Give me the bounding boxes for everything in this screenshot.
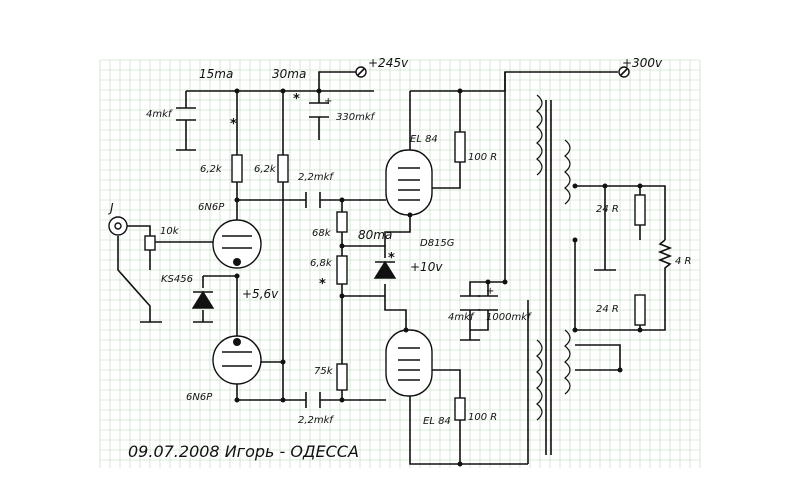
label-r-6-2k-b: 6,2k	[254, 164, 277, 175]
labels: 15ma 30ma +245v +300v 4mkf 330mkf * * 6,…	[108, 56, 692, 461]
tube-el84-bottom	[385, 329, 433, 397]
label-300v: +300v	[622, 56, 663, 70]
capacitors: + +	[176, 96, 498, 408]
label-pot-10k: 10k	[160, 226, 180, 237]
label-r-68k: 68k	[312, 228, 332, 239]
label-el84-bottom: EL 84	[423, 416, 451, 427]
label-r-6-8k: 6,8k	[310, 258, 333, 269]
label-r-100-top: 100 R	[468, 152, 497, 163]
label-245v: +245v	[368, 56, 409, 70]
junction-dots	[234, 88, 643, 467]
label-r-4: 4 R	[675, 256, 692, 267]
background-grid	[99, 59, 701, 468]
diodes	[191, 260, 397, 309]
footer-caption: 09.07.2008 Игорь - ОДЕССА	[128, 442, 359, 461]
star-mark-1: *	[230, 117, 237, 132]
label-80ma: 80ma	[358, 228, 392, 242]
label-cap-4mkf-mid: 4mkf	[448, 312, 475, 323]
resistors	[144, 131, 673, 421]
label-cap-2-2mkf-top: 2,2mkf	[298, 172, 334, 183]
svg-text:+: +	[324, 96, 332, 107]
label-15ma: 15ma	[199, 67, 233, 81]
star-mark-3: *	[388, 251, 395, 266]
output-transformer	[536, 94, 571, 455]
label-cap-2-2mkf-bottom: 2,2mkf	[298, 415, 334, 426]
label-6n6p-bottom: 6N6P	[186, 392, 213, 403]
label-r-24-a: 24 R	[596, 204, 619, 215]
label-cap-4mkf-top: 4mkf	[146, 109, 173, 120]
label-r-100-bottom: 100 R	[468, 412, 497, 423]
terminals	[108, 66, 630, 341]
label-r-75k: 75k	[314, 366, 334, 377]
label-5-6v: +5,6v	[242, 287, 279, 301]
label-cap-330mkf: 330mkf	[336, 112, 376, 123]
label-ks456: KS456	[161, 274, 193, 285]
label-d815g: D815G	[420, 238, 455, 249]
star-mark-2: *	[293, 92, 300, 107]
label-el84-top: EL 84	[410, 134, 438, 145]
tube-el84-top	[385, 149, 433, 216]
star-mark-4: *	[319, 277, 326, 292]
svg-text:+: +	[486, 286, 494, 297]
tube-6n6p-top	[212, 219, 262, 269]
label-6n6p-top: 6N6P	[198, 202, 225, 213]
tube-6n6p-bottom	[212, 335, 262, 385]
label-r-24-b: 24 R	[596, 304, 619, 315]
label-jack-j: J	[108, 201, 114, 215]
label-cap-1000mkf: 1000mkf	[486, 312, 532, 323]
label-r-6-2k-a: 6,2k	[200, 164, 223, 175]
label-30ma: 30ma	[272, 67, 306, 81]
label-10v: +10v	[410, 260, 443, 274]
